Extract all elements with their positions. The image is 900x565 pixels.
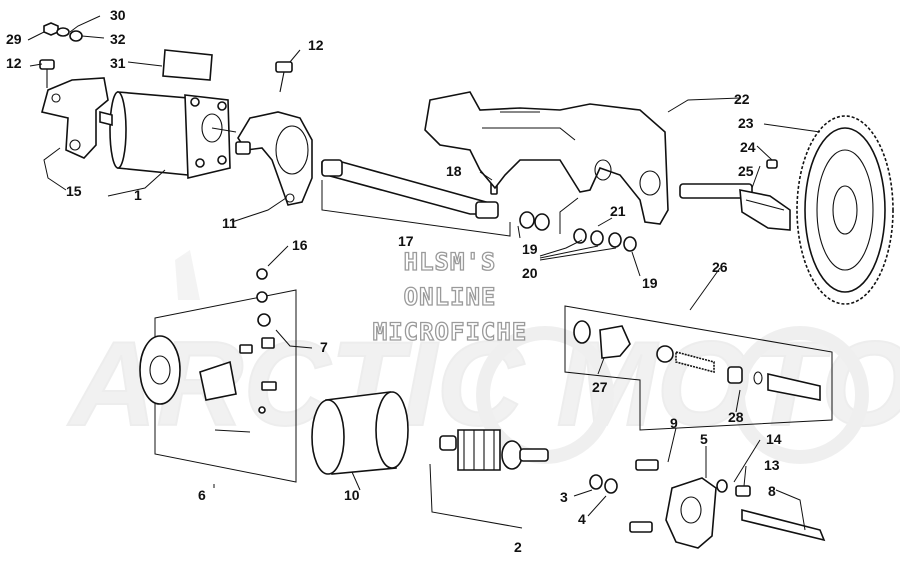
callout-label: 30 — [110, 7, 126, 23]
watermark-line-3: MICROFICHE — [373, 318, 528, 346]
commutator-end-6 — [139, 268, 297, 483]
ring-gear-23 — [796, 115, 894, 305]
drive-shaft-17 — [321, 159, 499, 219]
callout-label: 11 — [222, 215, 237, 231]
main-bracket-22 — [424, 91, 669, 225]
callout-label: 12 — [308, 37, 324, 53]
bolt-12-right — [275, 61, 293, 93]
starter-motor — [99, 91, 237, 180]
callout-label: 19 — [522, 241, 538, 257]
callout-label: 28 — [728, 409, 744, 425]
callout-label: 25 — [738, 163, 754, 179]
callout-label: 23 — [738, 115, 754, 131]
callout-label: 4 — [578, 511, 586, 527]
callout-label: 12 — [6, 55, 22, 71]
yoke-housing-10 — [311, 391, 409, 475]
callout-label: 1 — [134, 187, 142, 203]
bolt-12-left — [39, 59, 55, 88]
label-tag-31 — [162, 49, 213, 81]
callout-label: 24 — [740, 139, 756, 155]
callout-label: 21 — [610, 203, 626, 219]
callout-label: 7 — [320, 339, 328, 355]
washers-19-20-21 — [519, 211, 637, 252]
callout-label: 27 — [592, 379, 608, 395]
callout-label: 20 — [522, 265, 538, 281]
callout-label: 6 — [198, 487, 206, 503]
callout-label: 16 — [292, 237, 308, 253]
callout-label: 29 — [6, 31, 22, 47]
drive-assembly-26 — [564, 305, 833, 431]
callout-label: 15 — [66, 183, 82, 199]
end-cover-5 — [629, 459, 826, 549]
screw-24 — [766, 159, 778, 169]
nut-washer-set — [43, 22, 83, 42]
watermark-line-1: HLSM'S — [404, 248, 497, 276]
pinion-shaft-25 — [679, 183, 791, 231]
callout-label: 8 — [768, 483, 776, 499]
callout-label: 2 — [514, 539, 522, 555]
callout-label: 13 — [764, 457, 780, 473]
armature-2 — [439, 429, 549, 471]
end-frame-11 — [235, 111, 313, 206]
callout-label: 10 — [344, 487, 360, 503]
microfiche-watermark: HLSM'S ONLINE MICROFICHE — [372, 247, 528, 346]
callout-label: 18 — [446, 163, 462, 179]
callout-label: 32 — [110, 31, 126, 47]
washers-3-4 — [589, 474, 618, 494]
callout-label: 14 — [766, 431, 782, 447]
callout-label: 26 — [712, 259, 728, 275]
callout-label: 9 — [670, 415, 678, 431]
watermark-line-2: ONLINE — [404, 283, 497, 311]
callout-label: 31 — [110, 55, 126, 71]
background-logo-watermark: ARCTIC MOTO — [66, 250, 900, 464]
callout-label: 17 — [398, 233, 414, 249]
mounting-bracket-15 — [41, 77, 109, 159]
callout-label: 22 — [734, 91, 750, 107]
callout-label: 3 — [560, 489, 568, 505]
callout-label: 5 — [700, 431, 708, 447]
leader-lines — [27, 15, 821, 531]
callout-labels: 1 2 3 4 5 6 7 8 9 10 11 12 12 13 14 15 1… — [6, 7, 782, 555]
callout-label: 19 — [642, 275, 658, 291]
